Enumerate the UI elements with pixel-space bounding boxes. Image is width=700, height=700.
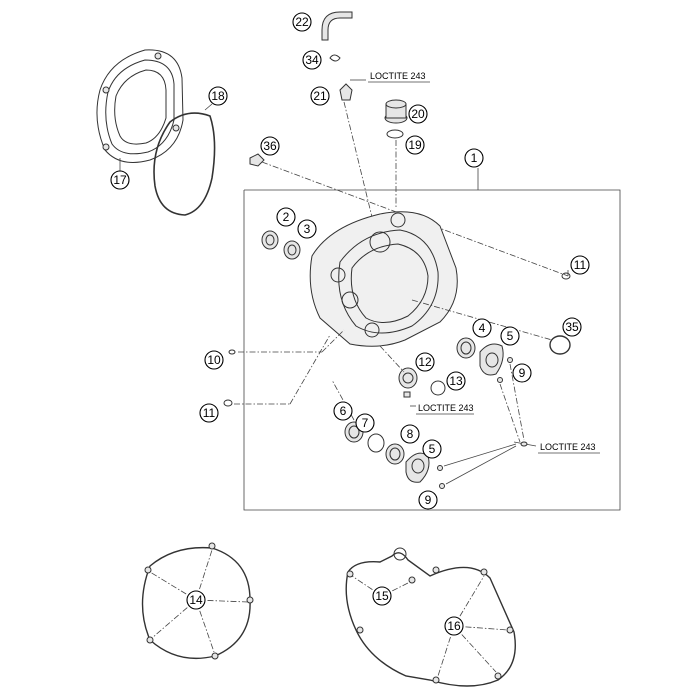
callout-11-left: 11	[199, 403, 219, 423]
breather-fitting-part	[249, 153, 265, 167]
callout-34: 34	[302, 50, 322, 70]
callout-13: 13	[446, 371, 466, 391]
shaft-seal-12-part	[398, 367, 418, 389]
loctite-note-right: LOCTITE 243	[540, 442, 596, 452]
svg-text:21: 21	[313, 89, 327, 103]
nipple-fitting-part	[339, 83, 353, 101]
hose-clamp-part	[329, 54, 341, 62]
callout-35: 35	[562, 317, 582, 337]
callout-11-right: 11	[570, 255, 590, 275]
callout-20: 20	[408, 104, 428, 124]
callout-5-bottom: 5	[422, 439, 442, 459]
callout-16: 16	[444, 616, 464, 636]
callout-5-top: 5	[500, 326, 520, 346]
loctite-note-mid: LOCTITE 243	[418, 403, 474, 413]
bolt-12-part	[403, 391, 411, 398]
assembly-frame	[243, 189, 621, 511]
svg-text:7: 7	[362, 416, 369, 430]
svg-text:9: 9	[425, 493, 432, 507]
callout-21: 21	[310, 86, 330, 106]
callout-10: 10	[204, 350, 224, 370]
svg-text:4: 4	[479, 321, 486, 335]
dowel-pin-11-left-part	[223, 399, 233, 407]
svg-text:19: 19	[408, 138, 422, 152]
loctite-note-top: LOCTITE 243	[370, 71, 426, 81]
callout-2: 2	[276, 207, 296, 227]
callout-17: 17	[110, 170, 130, 190]
svg-text:3: 3	[304, 222, 311, 236]
callout-8: 8	[400, 424, 420, 444]
svg-text:15: 15	[375, 589, 389, 603]
callout-14: 14	[186, 590, 206, 610]
clutch-cover-housing-part	[309, 211, 458, 347]
callout-12: 12	[415, 352, 435, 372]
plug-o-ring-part	[386, 129, 404, 139]
callout-9-top: 9	[512, 363, 532, 383]
bearing-4-part	[456, 337, 476, 359]
circlip-13-part	[430, 380, 446, 396]
shaft-seal-3-part	[283, 240, 301, 260]
svg-text:5: 5	[429, 442, 436, 456]
callout-9-bottom: 9	[418, 490, 438, 510]
svg-text:13: 13	[449, 374, 463, 388]
svg-text:5: 5	[507, 329, 514, 343]
loctite-right-text: LOCTITE 243	[540, 442, 596, 452]
svg-text:22: 22	[295, 15, 309, 29]
dowel-pin-10-part	[228, 349, 236, 355]
callout-6: 6	[333, 401, 353, 421]
callout-4: 4	[472, 318, 492, 338]
loctite-mid-text: LOCTITE 243	[418, 403, 474, 413]
hose-part	[321, 11, 353, 41]
svg-text:10: 10	[207, 353, 221, 367]
svg-text:20: 20	[411, 107, 425, 121]
outer-clutch-cover-part	[96, 49, 184, 163]
shaft-seal-2-part	[261, 230, 279, 250]
dowel-pin-11-right-part	[561, 272, 571, 280]
oil-filler-plug-part	[384, 99, 408, 124]
cover-gasket-ring-part	[153, 112, 216, 216]
svg-text:9: 9	[519, 366, 526, 380]
svg-text:35: 35	[565, 320, 579, 334]
svg-text:34: 34	[305, 53, 319, 67]
svg-text:1: 1	[471, 151, 478, 165]
screws-9-bottom-part	[437, 465, 445, 489]
svg-text:14: 14	[189, 593, 203, 607]
callout-15: 15	[372, 586, 392, 606]
callout-3: 3	[297, 219, 317, 239]
svg-text:16: 16	[447, 619, 461, 633]
gasket-15-16-part	[345, 547, 516, 687]
svg-text:17: 17	[113, 173, 127, 187]
svg-text:18: 18	[211, 89, 225, 103]
svg-text:6: 6	[340, 404, 347, 418]
callout-1: 1	[464, 148, 484, 168]
svg-text:36: 36	[263, 139, 277, 153]
svg-text:11: 11	[574, 258, 587, 272]
svg-text:8: 8	[407, 427, 414, 441]
callout-36: 36	[260, 136, 280, 156]
svg-text:2: 2	[283, 210, 290, 224]
svg-text:11: 11	[203, 406, 216, 420]
cover-plate-5-bottom-part	[405, 452, 430, 483]
callout-19: 19	[405, 135, 425, 155]
callout-22: 22	[292, 12, 312, 32]
o-ring-35-part	[549, 335, 571, 355]
callout-18: 18	[208, 86, 228, 106]
callout-7: 7	[355, 413, 375, 433]
cover-plate-5-top-part	[479, 343, 504, 376]
svg-text:12: 12	[418, 355, 432, 369]
loctite-top-text: LOCTITE 243	[370, 71, 426, 81]
circlip-7-part	[367, 433, 385, 453]
seal-8-part	[385, 443, 405, 465]
screws-9-top-part	[497, 357, 513, 383]
